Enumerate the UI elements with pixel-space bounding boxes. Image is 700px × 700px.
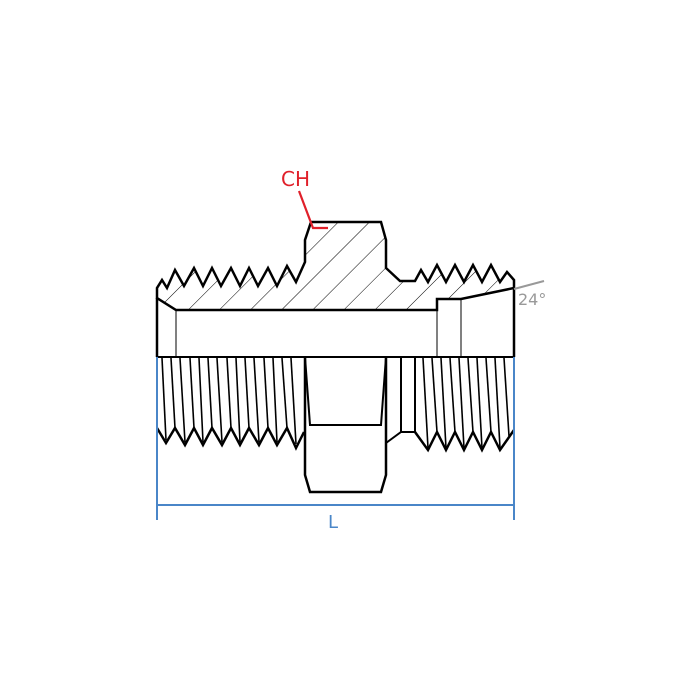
length-label: L [328, 512, 338, 533]
angle-leader [513, 280, 545, 290]
hex-body [303, 356, 388, 494]
left-thread [155, 357, 306, 451]
groove [385, 357, 416, 444]
hex-size-leader [297, 190, 328, 230]
upper-section-body [155, 220, 516, 312]
right-thread [413, 357, 516, 453]
angle-label: 24° [518, 290, 546, 309]
bore [155, 288, 516, 358]
hex-size-label: CH [281, 167, 310, 191]
length-dimension [156, 357, 515, 520]
